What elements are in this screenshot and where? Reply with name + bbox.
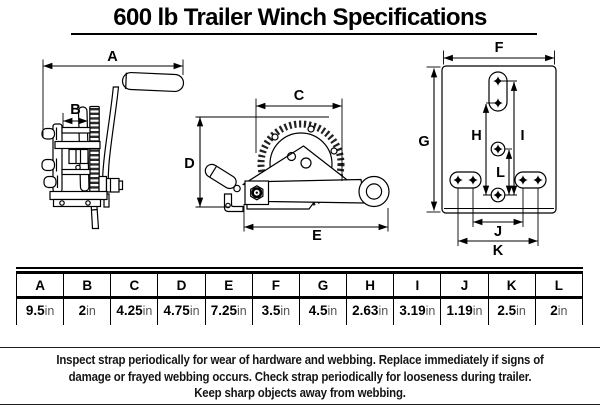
frame-rail [61, 126, 91, 134]
dim-label-j: J [494, 224, 502, 240]
spec-column-header: K [487, 272, 536, 299]
spec-column-header: J [440, 272, 489, 299]
spec-value-cell: 2in [534, 297, 583, 325]
spec-column-header: I [393, 272, 441, 299]
dim-label-k: K [493, 243, 504, 259]
hub-nut [105, 177, 120, 193]
spec-value-cell: 4.5in [298, 297, 347, 325]
spec-header-row: A B C D E F G H I J K L [16, 272, 583, 299]
spec-column-header: L [534, 272, 583, 299]
spec-value-cell: 3.19in [393, 297, 441, 325]
spec-value-cell: 2.63in [346, 297, 394, 325]
spec-column-header: C [110, 272, 158, 299]
base-bracket [52, 198, 102, 208]
spec-value-cell: 7.25in [204, 297, 253, 325]
warning-text: Inspect strap periodically for wear of h… [36, 352, 564, 402]
spec-value-row: 9.5in 2in 4.25in 4.75in 7.25in 3.5in 4.5… [17, 297, 583, 325]
warning-line: Keep sharp objects away from webbing. [194, 385, 406, 401]
crank-arm [101, 86, 120, 184]
dim-label-h: H [471, 128, 481, 144]
spec-column-header: E [204, 272, 253, 299]
dim-label-l: L [496, 165, 505, 181]
warning-line: Inspect strap periodically for wear of h… [56, 352, 544, 367]
dim-label-c: C [294, 88, 305, 104]
frame-rail [54, 140, 101, 150]
drum-core [68, 148, 89, 165]
spec-value-cell: 2.5in [487, 297, 536, 325]
footer-top-rule [0, 346, 600, 349]
spec-column-header: D [157, 272, 206, 299]
spec-column-header: B [63, 272, 111, 299]
dim-label-d: D [184, 156, 194, 172]
dim-label-f: F [495, 40, 504, 56]
warning-line: damage or frayed webbing occurs. Check s… [68, 368, 532, 384]
pawl-bracket [223, 193, 244, 213]
spec-value-cell: 9.5in [25, 303, 55, 318]
gear-teeth-ring [257, 120, 345, 208]
strap-arm [267, 178, 366, 204]
spec-value-cell: 1.19in [440, 297, 489, 325]
spec-table: A B C D E F G H I J K L 9.5in 2in 4.25in… [16, 267, 583, 325]
spec-value-cell: 4.25in [110, 297, 158, 325]
spec-value-cell: 4.75in [157, 297, 206, 325]
dim-label-a: A [107, 49, 118, 65]
dim-label-b: B [70, 102, 80, 118]
top-slot [488, 71, 508, 112]
footer-bottom-rule [0, 403, 600, 406]
front-view-diagram: C D E [184, 88, 390, 244]
mount-bolt [41, 127, 56, 140]
mounting-plate-diagram: F G H I L J K [418, 40, 557, 259]
mount-bolt [41, 158, 56, 172]
side-view-diagram: A B [41, 49, 185, 230]
spec-column-header: A [16, 272, 64, 299]
spec-column-header: F [251, 272, 300, 299]
page-title: 600 lb Trailer Winch Specifications [113, 4, 487, 31]
title-underline [71, 32, 537, 35]
pawl-lever [204, 163, 237, 190]
dim-label-i: I [520, 128, 524, 144]
mount-bolt [43, 175, 57, 189]
spec-value-cell: 2in [63, 297, 111, 325]
strap-eye [358, 175, 390, 208]
spec-column-header: H [346, 272, 394, 299]
base-bracket [49, 190, 108, 201]
dim-label-e: E [312, 228, 322, 244]
crank-handle-grip [121, 71, 185, 93]
dim-label-g: G [418, 134, 429, 150]
spec-value-cell: 3.5in [251, 297, 300, 325]
frame-rail [61, 168, 91, 176]
spec-column-header: G [298, 272, 347, 299]
table-top-rule [16, 267, 583, 269]
bottom-left-slot [449, 171, 482, 189]
